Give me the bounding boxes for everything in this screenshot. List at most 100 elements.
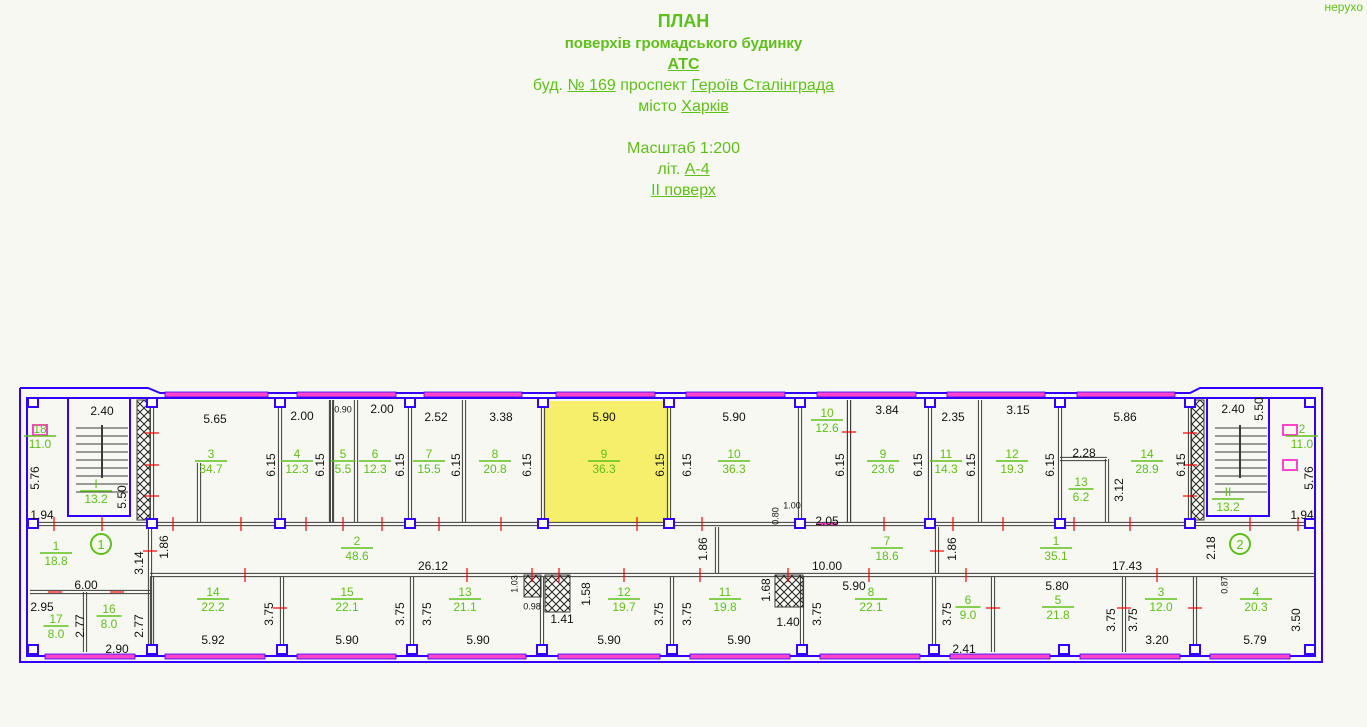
room-area: 12.3: [285, 462, 309, 476]
dimension-label: 6.15: [653, 453, 667, 477]
room-number: 3: [208, 447, 215, 461]
column: [1054, 518, 1066, 529]
window: [423, 391, 523, 398]
dimension-label: 3.84: [875, 403, 899, 417]
dimension-label: 1.86: [945, 537, 959, 561]
room-label: 715.5: [413, 447, 445, 476]
room-number: II: [1225, 485, 1232, 499]
column: [794, 518, 806, 529]
room-number: 16: [102, 602, 116, 616]
room-label: 718.6: [871, 534, 903, 563]
dimension-label: 6.15: [1043, 453, 1057, 477]
column: [794, 397, 806, 408]
room-label: I13.2: [80, 477, 112, 506]
dimension-label: 3.75: [810, 602, 824, 626]
room-area: 18.6: [875, 549, 899, 563]
room-label: 135.1: [1040, 534, 1072, 563]
window: [949, 653, 1051, 660]
dimension-label: 0.98: [523, 601, 541, 611]
dimension-label: 3.50: [1289, 608, 1303, 632]
room-area: 19.7: [612, 600, 636, 614]
window: [1079, 653, 1181, 660]
dimension-label: 3.75: [393, 602, 407, 626]
column: [1184, 518, 1196, 529]
dimension-label: 2.18: [1204, 536, 1218, 560]
dimension-label: 6.15: [680, 453, 694, 477]
dimension-label: 3.75: [262, 602, 276, 626]
room-area: 13.2: [1216, 500, 1240, 514]
dimension-label: 2.77: [132, 614, 146, 638]
room-area: 28.9: [1135, 462, 1159, 476]
dimension-label: 1.94: [30, 508, 54, 522]
room-label: 248.6: [341, 534, 373, 563]
room-area: 36.3: [722, 462, 746, 476]
dimension-label: 5.90: [466, 633, 490, 647]
room-label: 312.0: [1145, 585, 1177, 614]
room-number: 6: [965, 593, 972, 607]
room-area: 5.5: [335, 462, 352, 476]
room-label: 923.6: [867, 447, 899, 476]
room-number: 10: [727, 447, 741, 461]
room-number: 13: [1074, 475, 1088, 489]
room-area: 20.3: [1244, 600, 1268, 614]
columns: [27, 397, 1316, 655]
dimension-label: 3.38: [489, 410, 513, 424]
room-area: 12.0: [1149, 600, 1173, 614]
room-number: 14: [206, 585, 220, 599]
room-area: 11.0: [1291, 437, 1314, 451]
room-label: 118.8: [40, 539, 72, 568]
column: [536, 644, 548, 655]
room-label: 136.2: [1068, 475, 1094, 504]
stairwell-left: [67, 397, 131, 517]
room-area: 12.3: [363, 462, 387, 476]
dimension-label: 6.00: [74, 578, 98, 592]
dimension-label: 1.68: [759, 578, 773, 602]
address-prefix: буд.: [532, 77, 563, 94]
dimension-label: 5.92: [201, 633, 225, 647]
dimension-label: 2.05: [815, 514, 839, 528]
city-name: Харків: [681, 98, 729, 115]
room-area: 6.2: [1073, 490, 1090, 504]
room-label: 55.5: [330, 447, 356, 476]
building-number: № 169: [567, 77, 616, 94]
window: [818, 522, 838, 526]
room-labels: 1811.0I13.2334.7412.355.5612.3715.5820.8…: [24, 406, 1318, 641]
column: [146, 518, 158, 529]
plan-header: ПЛАН поверхів громадського будинку АТС б…: [0, 9, 1367, 201]
column: [274, 518, 286, 529]
street-type: проспект: [620, 77, 687, 94]
dimension-label: 6.15: [393, 453, 407, 477]
column: [274, 397, 286, 408]
window: [557, 653, 661, 660]
dimension-label: 2.95: [30, 600, 54, 614]
column: [663, 518, 675, 529]
window: [685, 391, 786, 398]
sink-icon: [1282, 424, 1298, 436]
column: [146, 397, 158, 408]
dimension-label: 5.76: [1302, 466, 1316, 490]
room-area: 9.0: [960, 608, 977, 622]
city-prefix: місто: [638, 98, 677, 115]
room-number: 1: [53, 539, 60, 553]
address-line: буд. № 169 проспект Героїв Сталінграда: [0, 75, 1367, 96]
stair-marker-label: 1: [97, 537, 104, 552]
room-number: 1: [1053, 534, 1060, 548]
window: [1076, 391, 1176, 398]
dimension-label: 3.75: [652, 602, 666, 626]
room-number: 8: [868, 585, 875, 599]
window: [44, 653, 136, 660]
dimension-label: 10.00: [812, 559, 842, 573]
stairs: [67, 397, 1270, 517]
building-type: АТС: [667, 56, 700, 73]
stair-marker-label: 2: [1236, 537, 1243, 552]
room-label: 420.3: [1240, 585, 1272, 614]
dimension-label: 1.86: [696, 537, 710, 561]
dimension-label: 6.15: [264, 453, 278, 477]
sink-icon: [32, 424, 48, 436]
room-label: 936.3: [588, 447, 620, 476]
room-label: 612.3: [359, 447, 391, 476]
room-area: 13.2: [84, 492, 108, 506]
